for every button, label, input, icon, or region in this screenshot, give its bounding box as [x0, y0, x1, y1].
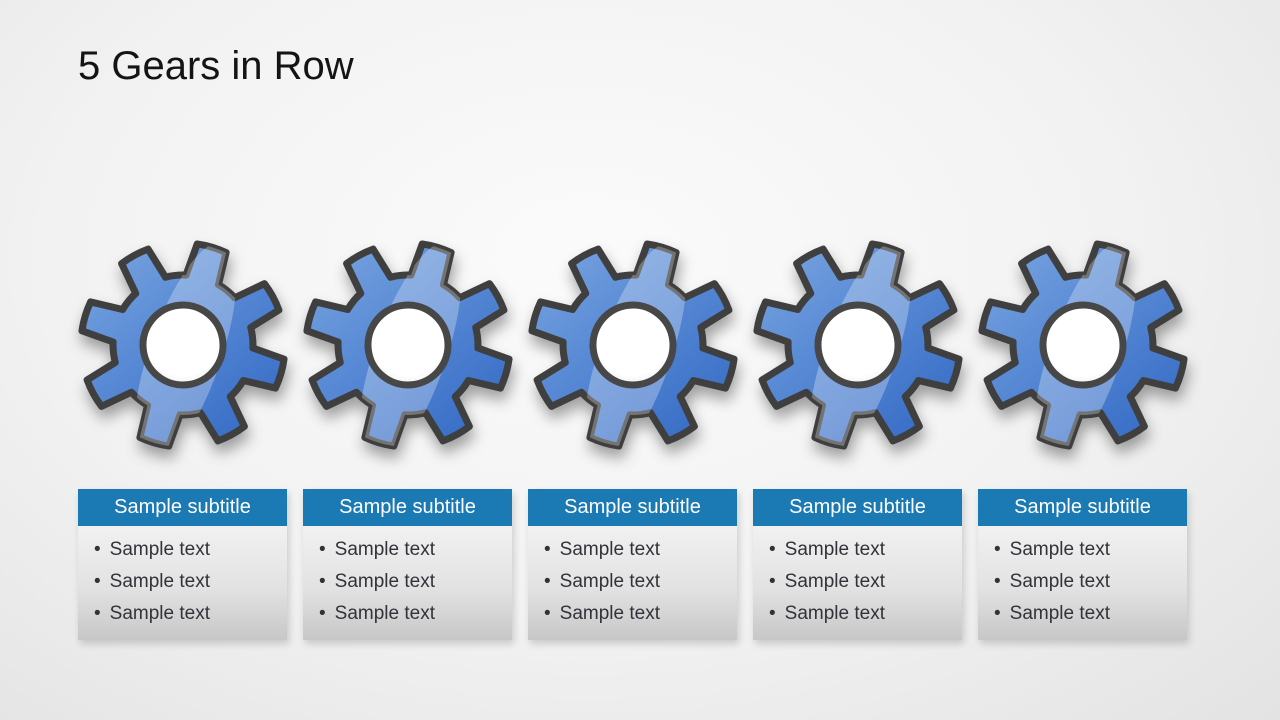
bullet-list: • Sample text • Sample text • Sample text [303, 526, 512, 640]
bullet-item: • Sample text [544, 598, 731, 630]
bullet-dot-icon: • [769, 539, 776, 560]
bullet-text: Sample text [109, 539, 210, 560]
card-subtitle: Sample subtitle [789, 496, 926, 518]
bullet-item: • Sample text [769, 534, 956, 566]
slide-title: 5 Gears in Row [78, 44, 354, 88]
info-card: Sample subtitle • Sample text • Sample tex… [528, 489, 737, 640]
bullet-item: • Sample text [994, 534, 1181, 566]
card-subtitle: Sample subtitle [339, 496, 476, 518]
info-card: Sample subtitle • Sample text • Sample tex… [978, 489, 1187, 640]
gear-icon [525, 237, 741, 453]
info-card: Sample subtitle • Sample text • Sample tex… [753, 489, 962, 640]
cards-row: Sample subtitle • Sample text • Sample tex… [78, 489, 1187, 640]
bullet-list: • Sample text • Sample text • Sample text [753, 526, 962, 640]
bullet-list: • Sample text • Sample text • Sample text [528, 526, 737, 640]
bullet-text: Sample text [559, 571, 660, 592]
bullet-dot-icon: • [994, 539, 1001, 560]
bullet-item: • Sample text [94, 534, 281, 566]
gear-icon [750, 237, 966, 453]
card-subtitle-bar: Sample subtitle [753, 489, 962, 526]
bullet-dot-icon: • [319, 571, 326, 592]
bullet-item: • Sample text [769, 598, 956, 630]
gear-cell-2 [303, 237, 512, 453]
bullet-text: Sample text [334, 603, 435, 624]
gear-icon [75, 237, 291, 453]
card-subtitle-bar: Sample subtitle [978, 489, 1187, 526]
bullet-item: • Sample text [994, 566, 1181, 598]
bullet-item: • Sample text [544, 534, 731, 566]
bullet-text: Sample text [784, 539, 885, 560]
bullet-item: • Sample text [544, 566, 731, 598]
card-subtitle: Sample subtitle [114, 496, 251, 518]
bullet-item: • Sample text [94, 566, 281, 598]
bullet-dot-icon: • [94, 571, 101, 592]
bullet-item: • Sample text [994, 598, 1181, 630]
bullet-text: Sample text [109, 603, 210, 624]
bullet-dot-icon: • [994, 603, 1001, 624]
bullet-dot-icon: • [94, 539, 101, 560]
card-subtitle-bar: Sample subtitle [528, 489, 737, 526]
bullet-dot-icon: • [94, 603, 101, 624]
bullet-list: • Sample text • Sample text • Sample text [78, 526, 287, 640]
bullet-item: • Sample text [319, 534, 506, 566]
bullet-dot-icon: • [319, 603, 326, 624]
bullet-dot-icon: • [994, 571, 1001, 592]
info-card: Sample subtitle • Sample text • Sample tex… [303, 489, 512, 640]
bullet-text: Sample text [334, 539, 435, 560]
bullet-text: Sample text [1009, 571, 1110, 592]
card-subtitle: Sample subtitle [1014, 496, 1151, 518]
info-card: Sample subtitle • Sample text • Sample tex… [78, 489, 287, 640]
bullet-text: Sample text [559, 603, 660, 624]
gear-icon [300, 237, 516, 453]
bullet-dot-icon: • [769, 571, 776, 592]
bullet-list: • Sample text • Sample text • Sample text [978, 526, 1187, 640]
bullet-dot-icon: • [544, 571, 551, 592]
bullet-text: Sample text [1009, 539, 1110, 560]
bullet-item: • Sample text [319, 598, 506, 630]
bullet-text: Sample text [559, 539, 660, 560]
bullet-dot-icon: • [769, 603, 776, 624]
gear-icon [975, 237, 1191, 453]
card-subtitle: Sample subtitle [564, 496, 701, 518]
bullet-dot-icon: • [319, 539, 326, 560]
gear-cell-1 [78, 237, 287, 453]
bullet-text: Sample text [784, 603, 885, 624]
bullet-text: Sample text [334, 571, 435, 592]
bullet-item: • Sample text [319, 566, 506, 598]
gear-cell-4 [753, 237, 962, 453]
bullet-text: Sample text [109, 571, 210, 592]
card-subtitle-bar: Sample subtitle [303, 489, 512, 526]
bullet-item: • Sample text [94, 598, 281, 630]
bullet-dot-icon: • [544, 539, 551, 560]
gear-cell-3 [528, 237, 737, 453]
bullet-text: Sample text [784, 571, 885, 592]
bullet-text: Sample text [1009, 603, 1110, 624]
bullet-dot-icon: • [544, 603, 551, 624]
gears-row [78, 237, 1187, 453]
card-subtitle-bar: Sample subtitle [78, 489, 287, 526]
gear-cell-5 [978, 237, 1187, 453]
bullet-item: • Sample text [769, 566, 956, 598]
